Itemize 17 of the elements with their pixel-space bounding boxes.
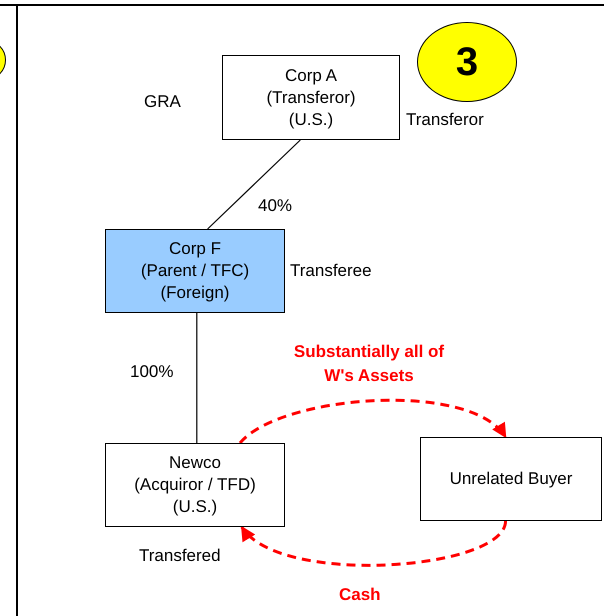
ownership-line: [196, 313, 198, 443]
entity-box: [420, 437, 602, 521]
role-label: Transfered: [139, 546, 221, 566]
entity-name: Corp F (Parent / TFC) (Foreign): [140, 238, 250, 304]
entity-box: [105, 443, 285, 527]
note-label: GRA: [144, 92, 181, 112]
entity-box: [105, 229, 285, 313]
role-label: Transferee: [290, 261, 372, 281]
step-number: 3: [456, 40, 478, 84]
transfer-arrow: [240, 520, 507, 567]
entity-name: Newco (Acquiror / TFD) (U.S.): [133, 452, 257, 518]
transfer-arrow: [239, 398, 507, 444]
entity-name: Unrelated Buyer: [448, 468, 574, 490]
role-label: Transferor: [406, 110, 484, 130]
ownership-line: [207, 140, 301, 230]
entity-name: Corp A (Transferor) (U.S.): [265, 64, 357, 130]
entity-box: [222, 55, 400, 140]
